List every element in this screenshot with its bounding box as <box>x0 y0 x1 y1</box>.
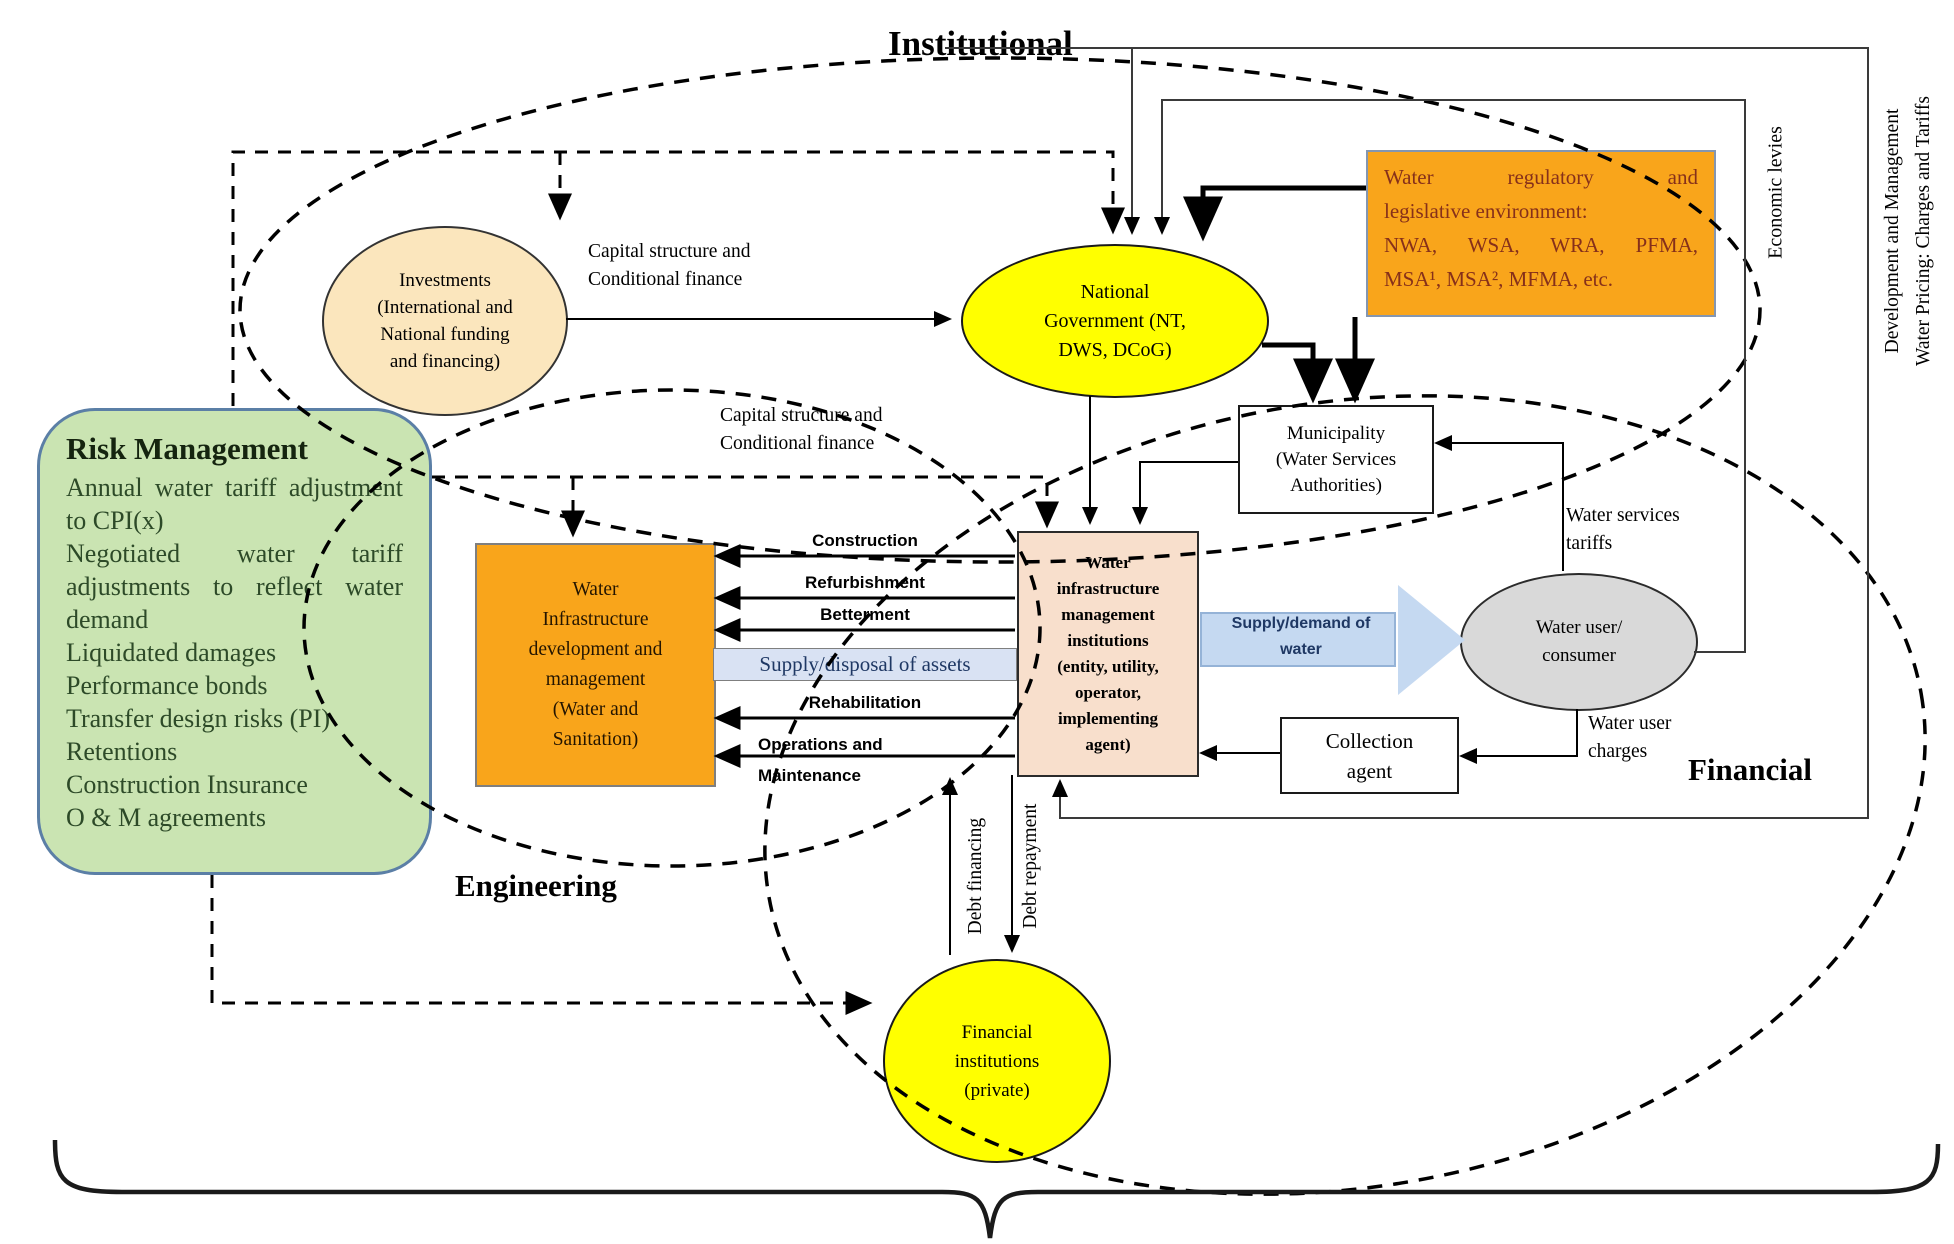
water-services-tariffs-label: Water services tariffs <box>1566 502 1680 559</box>
capital-structure-label-mid: Capital structure and Conditional financ… <box>720 402 882 459</box>
risk-item: Negotiated water tariff adjustments to r… <box>66 539 403 634</box>
economic-levies-label: Economic levies <box>1764 126 1787 259</box>
pricing-line: Development and Management <box>1882 108 1903 354</box>
pricing-loop-label: Development and Management Water Pricing… <box>1877 66 1939 396</box>
investments-node: Investments (International and National … <box>322 226 568 416</box>
capital-line: Conditional finance <box>720 433 875 455</box>
regulatory-text: Water regulatory and <box>1384 165 1698 189</box>
municipality-text: (Water Services <box>1275 448 1397 470</box>
risk-item: Retentions <box>66 737 178 766</box>
risk-management-box: Risk Management Annual water tariff adju… <box>37 408 432 875</box>
wim-text: institutions <box>1067 631 1149 650</box>
investments-text: Investments <box>399 270 491 291</box>
collection-agent-text: Collection <box>1325 728 1414 753</box>
capital-structure-label-top: Capital structure and Conditional financ… <box>588 238 750 295</box>
betterment-label: Betterment <box>820 605 910 624</box>
water-user-node: Water user/ consumer <box>1460 573 1698 711</box>
supply-demand-line: Supply/demand of <box>1231 615 1371 632</box>
wim-text: Water <box>1085 553 1131 572</box>
operations-line: Operations and <box>758 735 883 754</box>
national-government-text: DWS, DCoG) <box>1058 338 1172 361</box>
wid-text: Infrastructure <box>542 609 649 630</box>
natgov-to-municipality-arrow <box>1262 342 1333 404</box>
supply-demand-arrowhead-icon <box>1398 585 1465 695</box>
wid-text: Sanitation) <box>552 729 639 750</box>
water-user-text: Water user/ <box>1535 617 1623 638</box>
supply-disposal-assets-label: Supply/disposal of assets <box>713 648 1017 681</box>
financial-institutions-text: Financial <box>961 1021 1033 1043</box>
wim-text: management <box>1061 605 1155 624</box>
risk-dashed-link-wim <box>432 475 1059 529</box>
municipality-text: Municipality <box>1286 422 1386 444</box>
risk-item: Transfer design risks (PI) <box>66 704 331 733</box>
regulatory-environment-box: Water regulatory and legislative environ… <box>1366 150 1716 317</box>
municipality-text: Authorities) <box>1290 474 1382 496</box>
wim-text: implementing <box>1057 709 1159 728</box>
tariffs-line: Water services <box>1566 505 1680 526</box>
wid-text: development and <box>528 639 663 660</box>
risk-item: O & M agreements <box>66 803 267 832</box>
risk-management-title: Risk Management <box>66 431 308 466</box>
financial-institutions-node: Financial institutions (private) <box>883 959 1111 1163</box>
investments-text: National funding <box>380 324 510 345</box>
regulatory-text: NWA, WSA, WRA, PFMA, <box>1384 233 1698 257</box>
wim-text: (entity, utility, <box>1057 657 1159 676</box>
municipality-node: Municipality (Water Services Authorities… <box>1238 405 1434 514</box>
water-user-text: consumer <box>1542 645 1616 666</box>
capital-line: Capital structure and <box>588 241 751 262</box>
wid-text: Water <box>572 579 619 600</box>
supply-demand-line: water <box>1280 641 1322 658</box>
tariffs-line: tariffs <box>1566 533 1613 555</box>
financial-institutions-text: institutions <box>954 1050 1040 1072</box>
risk-item: Liquidated damages <box>66 638 277 667</box>
risk-item: Construction Insurance <box>66 770 308 799</box>
refurbishment-label: Refurbishment <box>805 573 925 592</box>
capital-line: Capital structure and <box>720 405 883 426</box>
national-government-text: Government (NT, <box>1044 309 1186 332</box>
tariffs-line-path <box>1434 435 1564 571</box>
national-government-node: National Government (NT, DWS, DCoG) <box>961 244 1269 398</box>
debt-repayment-label: Debt repayment <box>1019 803 1041 929</box>
operations-maintenance-label: Operations and Maintenance <box>758 729 883 791</box>
region-label-financial: Financial <box>1688 752 1813 787</box>
collection-agent-text: agent <box>1346 758 1393 783</box>
regulatory-to-natgov-arrow <box>1183 185 1366 242</box>
water-infrastructure-development-box: Water Infrastructure development and man… <box>475 543 716 787</box>
pricing-line: Water Pricing: Charges and Tariffs <box>1913 96 1934 367</box>
wid-text: management <box>545 669 646 690</box>
capital-line: Conditional finance <box>588 269 743 291</box>
construction-label: Construction <box>812 531 918 550</box>
financial-institutions-text: (private) <box>964 1079 1030 1101</box>
water-user-charges-label: Water user charges <box>1588 710 1671 767</box>
national-government-text: National <box>1080 280 1150 303</box>
user-to-collection-arrow <box>1459 709 1578 764</box>
wid-text: (Water and <box>552 699 639 720</box>
debt-financing-label: Debt financing <box>964 817 986 935</box>
rehabilitation-label: Rehabilitation <box>808 693 922 712</box>
wim-text: operator, <box>1075 683 1141 702</box>
charges-line: Water user <box>1588 713 1672 734</box>
regulatory-text: legislative environment: <box>1384 199 1588 223</box>
regulatory-text: MSA¹, MSA², MFMA, etc. <box>1384 267 1614 291</box>
charges-line: charges <box>1588 741 1648 763</box>
wim-text: agent) <box>1085 735 1131 754</box>
region-label-engineering: Engineering <box>455 868 617 903</box>
supply-demand-label: Supply/demand of water <box>1206 611 1396 663</box>
risk-item: Annual water tariff adjustment to CPI(x) <box>66 473 403 535</box>
municipality-to-wim-arrow <box>1132 461 1238 525</box>
wim-institutions-box: Water infrastructure management institut… <box>1017 531 1199 777</box>
investments-text: (International and <box>377 297 513 318</box>
risk-item: Performance bonds <box>66 671 268 700</box>
region-label-institutional: Institutional <box>888 24 1073 63</box>
operations-line: Maintenance <box>758 766 861 785</box>
collection-agent-node: Collection agent <box>1280 717 1459 794</box>
investments-text: and financing) <box>389 351 501 372</box>
wim-text: infrastructure <box>1056 579 1160 598</box>
